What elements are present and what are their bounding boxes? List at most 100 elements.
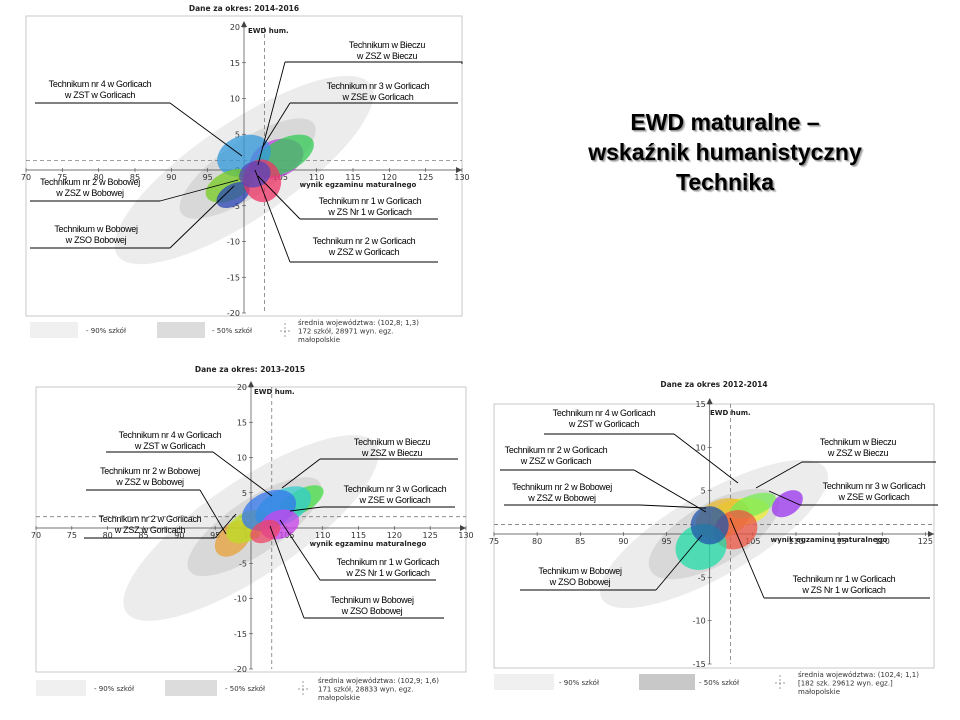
chart-title: Dane za okres: 2014-2016 xyxy=(189,4,299,13)
x-tick-label: 130 xyxy=(454,173,469,182)
callout-leader xyxy=(169,102,243,157)
school-label: w ZSE w Gorlicach xyxy=(838,492,910,502)
y-axis-arrow xyxy=(241,21,247,27)
y-tick-label: 15 xyxy=(230,59,240,68)
callout-leader xyxy=(768,490,801,506)
chart-panel-2014-2016: Dane za okres: 2014-20167075808590951001… xyxy=(0,0,480,360)
y-tick-label: 20 xyxy=(237,383,247,392)
school-label: w ZS Nr 1 w Gorlicach xyxy=(345,568,430,578)
legend-90-label: - 90% szkół xyxy=(86,327,126,335)
x-tick-label: 105 xyxy=(745,537,760,546)
school-label: w ZST w Gorlicach xyxy=(134,441,206,451)
x-tick-label: 125 xyxy=(418,173,433,182)
legend-avg-text: 171 szkół, 28833 wyn. egz. xyxy=(318,686,413,694)
school-label: Technikum nr 4 w Gorlicach xyxy=(553,408,656,418)
legend-90-label: - 90% szkół xyxy=(559,679,599,687)
school-ellipse xyxy=(771,490,803,518)
legend-avg-text: średnia województwa: (102,4; 1,1) xyxy=(798,671,919,679)
callout-leader xyxy=(729,517,765,599)
x-tick-label: 90 xyxy=(174,531,184,540)
y-axis-arrow xyxy=(248,381,254,387)
legend-swatch-50 xyxy=(165,680,217,696)
plot-frame xyxy=(25,15,463,317)
school-label: Technikum w Bobowej xyxy=(538,566,622,576)
chart-title: Dane za okres 2012-2014 xyxy=(660,380,767,389)
school-label: w ZSE w Gorlicach xyxy=(342,92,414,102)
slide-title-line-3: Technika xyxy=(676,169,774,195)
x-tick-label: 110 xyxy=(309,173,324,182)
legend-avg-text: średnia województwa: (102,9; 1,6) xyxy=(318,677,439,685)
chart-panel-2013-2015: Dane za okres: 2013-20157075808590951001… xyxy=(0,362,480,720)
legend-50-label: - 50% szkół xyxy=(699,679,739,687)
slide-title: EWD maturalne – wskaźnik humanistyczny T… xyxy=(525,107,925,197)
callout-leader xyxy=(169,185,235,249)
y-axis-label: EWD hum. xyxy=(710,409,751,417)
school-label: w ZSO Bobowej xyxy=(549,577,611,587)
y-tick-label: -10 xyxy=(227,238,240,247)
school-ellipse xyxy=(216,182,250,209)
callout-leader xyxy=(199,489,227,535)
slide-title-line-2: wskaźnik humanistyczny xyxy=(588,139,862,165)
legend-swatch-90 xyxy=(494,674,554,690)
school-label: Technikum nr 1 w Gorlicach xyxy=(319,196,422,206)
y-axis-label: EWD hum. xyxy=(248,27,289,35)
school-label: Technikum nr 4 w Gorlicach xyxy=(49,79,152,89)
school-ellipse xyxy=(690,506,729,545)
x-tick-label: 85 xyxy=(575,537,585,546)
y-tick-label: -10 xyxy=(693,617,706,626)
callout-leader xyxy=(281,458,321,489)
callout-leader xyxy=(755,461,803,489)
school-label: Technikum nr 2 w Gorlicach xyxy=(313,236,416,246)
x-tick-label: 95 xyxy=(203,173,213,182)
school-label: Technikum nr 2 w Bobowej xyxy=(40,177,140,187)
school-label: w ZSO Bobowej xyxy=(341,606,403,616)
chart-2014-2016: Dane za okres: 2014-20167075808590951001… xyxy=(21,4,470,344)
chart-2013-2015: Dane za okres: 2013-20157075808590951001… xyxy=(31,365,474,702)
y-tick-label: 5 xyxy=(235,130,240,139)
callout-leader xyxy=(254,169,291,263)
school-label: Technikum w Bobowej xyxy=(330,595,414,605)
y-tick-label: -15 xyxy=(227,273,240,282)
y-tick-label: -5 xyxy=(698,573,706,582)
callout-leader xyxy=(269,525,305,619)
school-label: Technikum w Bieczu xyxy=(349,40,425,50)
school-label: w ZSO Bobowej xyxy=(65,235,127,245)
school-label: Technikum nr 2 w Gorlicach xyxy=(99,514,202,524)
slide-title-line-1: EWD maturalne – xyxy=(630,109,820,135)
callout-underline xyxy=(285,61,463,64)
y-axis-arrow xyxy=(706,398,713,404)
legend-avg-text: 172 szkół, 28971 wyn. egz. xyxy=(298,328,393,336)
x-tick-label: 130 xyxy=(458,531,473,540)
legend-avg-text: średnia województwa: (102,8; 1,3) xyxy=(298,319,419,327)
legend-50-label: - 50% szkół xyxy=(225,685,265,693)
x-axis-label: wynik egzaminu maturalnego xyxy=(771,536,888,544)
y-axis-label: EWD hum. xyxy=(254,388,295,396)
x-tick-label: 75 xyxy=(57,173,67,182)
school-label: Technikum w Bieczu xyxy=(820,437,896,447)
school-label: w ZSZ w Bieczu xyxy=(827,448,889,458)
school-label: w ZST w Gorlicach xyxy=(568,419,640,429)
callout-leader xyxy=(289,506,323,512)
x-axis-arrow xyxy=(928,531,934,537)
x-tick-label: 80 xyxy=(103,531,113,540)
school-label: Technikum nr 2 w Gorlicach xyxy=(505,445,608,455)
callout-leader xyxy=(261,102,291,149)
school-label: Technikum nr 2 w Bobowej xyxy=(100,466,200,476)
callout-leader xyxy=(279,519,321,581)
x-tick-label: 70 xyxy=(21,173,31,182)
callout-leader xyxy=(655,534,703,591)
school-label: w ZSZ w Gorlicach xyxy=(328,247,400,257)
school-label: w ZST w Gorlicach xyxy=(64,90,136,100)
y-tick-label: 10 xyxy=(230,95,240,104)
school-label: Technikum nr 3 w Gorlicach xyxy=(327,81,430,91)
school-label: w ZSZ w Gorlicach xyxy=(520,456,592,466)
x-tick-label: 95 xyxy=(210,531,220,540)
school-label: w ZSZ w Bieczu xyxy=(361,448,423,458)
x-tick-label: 110 xyxy=(788,537,803,546)
legend-50-label: - 50% szkół xyxy=(212,327,252,335)
school-label: w ZSZ w Gorlicach xyxy=(114,525,186,535)
callout-leader xyxy=(639,504,707,509)
x-tick-label: 90 xyxy=(618,537,628,546)
school-label: w ZSZ w Bobowej xyxy=(115,477,184,487)
